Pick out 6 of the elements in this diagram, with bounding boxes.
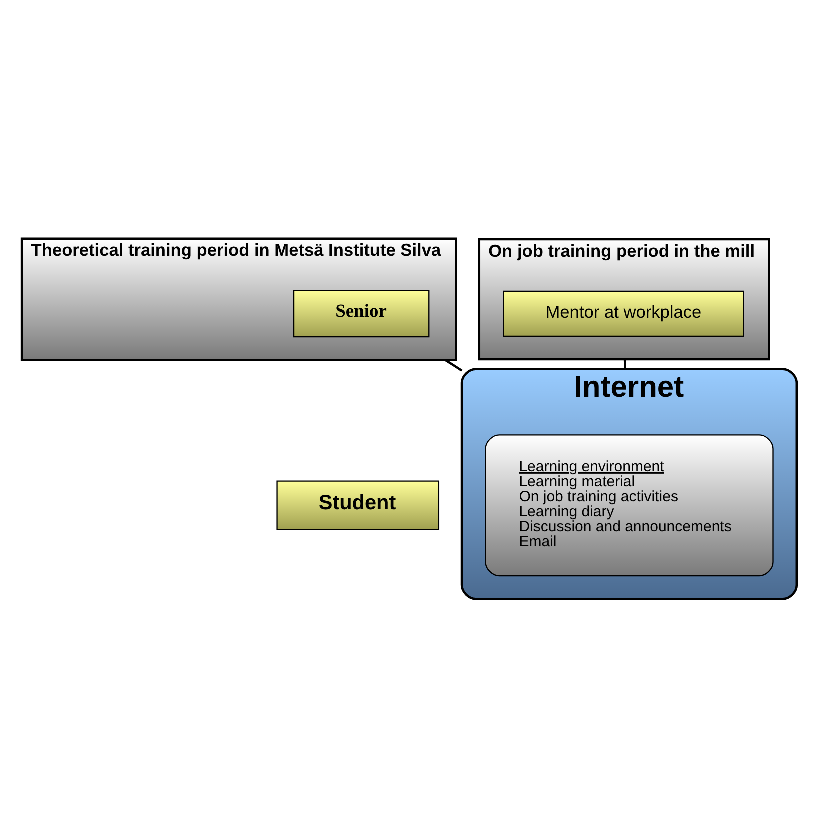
connector xyxy=(444,359,463,372)
node-box: Learning environment Learning material On job training activities Learning diary Discussion and announcements Email xyxy=(485,434,774,577)
node-box: Senior xyxy=(293,290,430,338)
connector xyxy=(624,360,627,370)
node-box: Mentor at workplace xyxy=(503,290,744,338)
node-box: Student xyxy=(276,480,440,530)
